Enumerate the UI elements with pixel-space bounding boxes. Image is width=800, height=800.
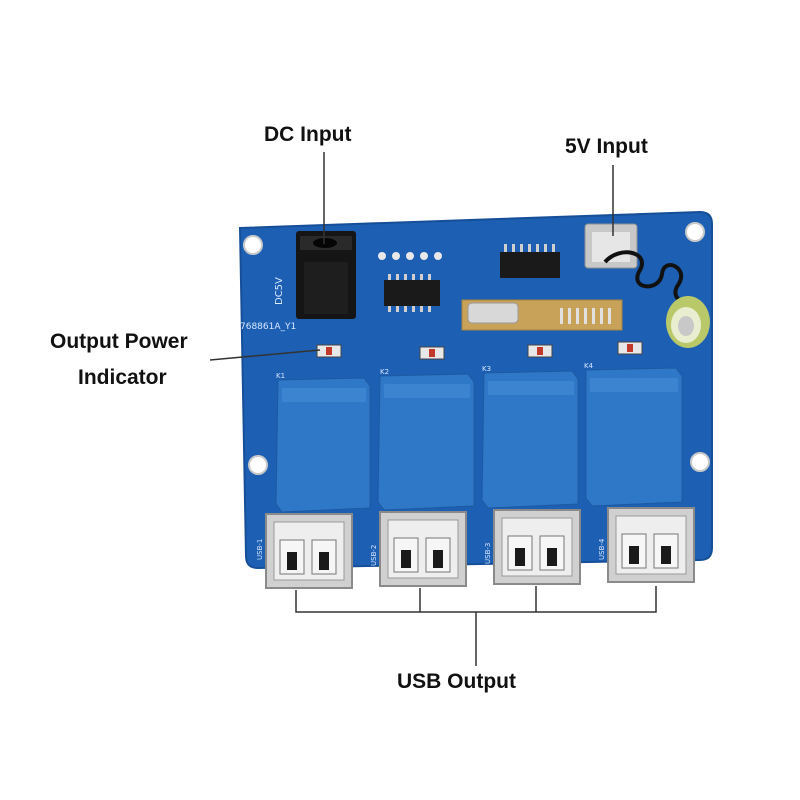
output-power-label-line2: Indicator bbox=[78, 366, 167, 389]
header-pins bbox=[378, 252, 442, 260]
usb-output-label: USB Output bbox=[397, 670, 516, 693]
antenna-coil bbox=[603, 250, 696, 305]
dc-silk-text: DC5V bbox=[274, 277, 285, 305]
relay-label: K2 bbox=[380, 368, 389, 376]
relay bbox=[377, 373, 475, 511]
usb-port bbox=[493, 509, 581, 585]
relay-label: K3 bbox=[482, 365, 491, 373]
dc-jack bbox=[296, 231, 356, 319]
board-model-text: 768861A_Y1 bbox=[240, 322, 296, 332]
callout-lines bbox=[209, 152, 657, 666]
usb-port bbox=[379, 511, 467, 587]
indicator-led bbox=[419, 346, 445, 360]
indicator-led bbox=[527, 344, 553, 358]
ic-chip bbox=[500, 244, 560, 278]
usb-port-label: USB-4 bbox=[598, 538, 606, 560]
relay bbox=[481, 370, 579, 509]
usb-port-label: USB-3 bbox=[484, 543, 492, 564]
relay-label: K4 bbox=[584, 362, 594, 370]
output-power-leader bbox=[209, 349, 321, 361]
capacitor bbox=[666, 296, 710, 348]
usb-port-label: USB-1 bbox=[256, 539, 264, 560]
usb-port bbox=[265, 513, 353, 589]
relay bbox=[275, 377, 371, 513]
dc-input-label: DC Input bbox=[264, 123, 352, 146]
relay-label: K1 bbox=[276, 372, 285, 380]
ic-chip bbox=[384, 274, 440, 312]
usb-output-bracket bbox=[295, 586, 657, 613]
relay bbox=[585, 367, 683, 507]
5v-input-label: 5V Input bbox=[565, 135, 648, 158]
mounting-hole bbox=[685, 222, 705, 242]
mounting-hole bbox=[243, 235, 263, 255]
mounting-hole bbox=[248, 455, 268, 475]
usb-port bbox=[607, 507, 695, 583]
mounting-hole bbox=[690, 452, 710, 472]
rf-receiver-module bbox=[461, 299, 623, 331]
indicator-led bbox=[617, 341, 643, 355]
antenna-connector bbox=[584, 223, 638, 269]
indicator-led bbox=[316, 344, 342, 358]
output-power-label-line1: Output Power bbox=[50, 330, 188, 353]
usb-port-label: USB-2 bbox=[370, 545, 378, 566]
